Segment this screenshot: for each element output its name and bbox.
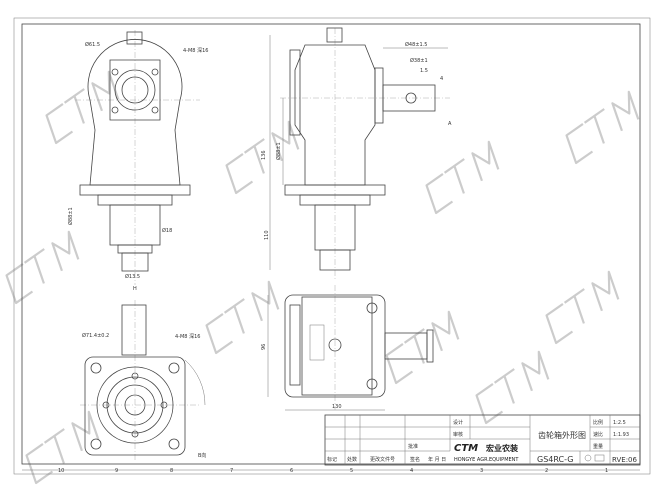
ratio-label: 速比 (593, 431, 603, 438)
dim-height-upper-side: Ø88±1 (275, 142, 282, 160)
approve-label: 批准 (408, 443, 418, 450)
svg-text:5: 5 (350, 468, 353, 474)
dim-width-bottom: Ø71.4±0.2 (82, 332, 109, 339)
svg-text:4: 4 (410, 468, 413, 474)
scale-value: 1:2.5 (613, 420, 626, 426)
outer-frame (13, 17, 651, 475)
svg-text:1: 1 (605, 468, 608, 474)
dim-key-len: Ø38±1 (410, 57, 428, 64)
company-cn: 宏业农装 (486, 443, 518, 453)
dim-height-total: 136 (261, 150, 267, 160)
svg-text:9: 9 (115, 468, 118, 474)
model-number: GS4RC-G (537, 455, 574, 464)
review-label: 审核 (453, 431, 463, 438)
svg-text:6: 6 (290, 468, 293, 474)
revision: RVE:06 (612, 456, 638, 464)
ratio-value: 1:1.93 (613, 432, 629, 438)
title-block: 设计 审核 批准 标记 处数 更改文件号 签名 年 月 日 CTM 宏业农装 H… (324, 414, 641, 466)
dim-height-upper: Ø88±1 (67, 207, 74, 225)
inner-frame (21, 23, 641, 465)
change-doc-label: 更改文件号 (370, 456, 395, 463)
bottom-view: Ø71.4±0.2 4-M8 深16 B向 (80, 300, 206, 460)
logo-ctm: CTM (454, 443, 478, 454)
top-view: 96 130 (261, 285, 434, 411)
dim-bolt-note-bottom: 4-M8 深16 (175, 333, 200, 340)
company-en: HONGYE AGR.EQUIPMENT (454, 457, 519, 463)
count-label: 处数 (347, 456, 357, 463)
dim-depth-top: 96 (261, 344, 267, 350)
date-label: 年 月 日 (428, 456, 446, 463)
svg-text:2: 2 (545, 468, 548, 474)
dim-offset-small: 1.5 (420, 68, 428, 74)
side-view: Ø48±1.5 Ø38±1 1.5 4 136 Ø88±1 110 A (261, 27, 452, 280)
dim-flange-dia: Ø18 (162, 227, 172, 234)
design-label: 设计 (453, 419, 463, 426)
view-b-label: B向 (198, 452, 206, 459)
view-a-label: A (448, 121, 452, 127)
sign-label: 签名 (410, 456, 420, 463)
svg-text:7: 7 (230, 468, 233, 474)
projection-symbol-icon (594, 454, 605, 462)
scale-label: 比例 (593, 419, 603, 426)
dim-width-top: 130 (332, 404, 342, 410)
svg-text:8: 8 (170, 468, 173, 474)
dim-offset-4: 4 (440, 76, 443, 82)
svg-text:10: 10 (58, 468, 64, 474)
dim-shaft-dia-front: Ø61.5 (85, 41, 100, 48)
front-view: Ø61.5 4-M8 深16 Ø18 Ø13.5 Ø88±1 H (67, 30, 208, 292)
dim-bolt-note: 4-M8 深16 (183, 47, 208, 54)
weight-label: 重量 (593, 443, 603, 450)
svg-text:3: 3 (480, 468, 483, 474)
mark-label: 标记 (327, 456, 337, 463)
dim-height-lower: 110 (264, 230, 270, 240)
dim-nut-dia: Ø13.5 (125, 273, 140, 280)
drawing-title: 齿轮箱外形图 (538, 430, 586, 440)
zone-ruler: 10 9 8 7 6 5 4 3 2 1 (22, 468, 640, 474)
projection-symbol-icon (584, 454, 592, 462)
view-h-label: H (133, 286, 137, 292)
dim-shaft-len: Ø48±1.5 (405, 41, 427, 48)
watermark (0, 70, 646, 485)
